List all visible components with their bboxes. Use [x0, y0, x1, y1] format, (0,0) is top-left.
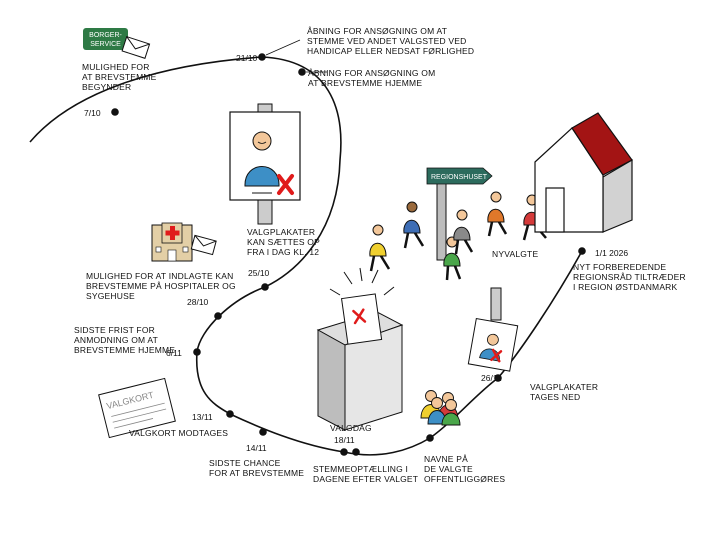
- event-date: 14/11: [246, 443, 267, 453]
- event-date: 13/11: [192, 412, 213, 422]
- hospital-icon: [151, 222, 217, 262]
- event-date: 18/11: [334, 435, 355, 445]
- event-label-line: DAGENE EFTER VALGET: [313, 474, 418, 484]
- event-label-line: AT BREVSTEMME: [82, 72, 157, 82]
- dot-7-10: [111, 108, 119, 116]
- event-label-line: VALGDAG: [330, 423, 372, 433]
- event-label-line: VALGKORT MODTAGES: [129, 428, 228, 438]
- event-label-line: BREVSTEMME PÅ HOSPITALER OG: [86, 281, 236, 291]
- event-label-line: VALGPLAKATER: [530, 382, 598, 392]
- event-label-line: FOR AT BREVSTEMME: [209, 468, 304, 478]
- event-label-line: FRA I DAG KL. 12: [247, 247, 319, 257]
- event-date: 26/11: [481, 373, 502, 383]
- event-label-line: TAGES NED: [530, 392, 580, 402]
- event-label-line: ÅBNING FOR ANSØGNING OM AT: [307, 26, 447, 36]
- people-group-icon: [420, 390, 461, 426]
- timeline-dots: [111, 53, 586, 456]
- event-label-line: STEMME VED ANDET VALGSTED VED: [307, 36, 466, 46]
- dot-25-10: [261, 283, 269, 291]
- borgerservice-icon: BORGER- SERVICE: [83, 28, 151, 59]
- dot-open-home: [298, 68, 306, 76]
- dot-21-10: [258, 53, 266, 61]
- event-label-line: NAVNE PÅ: [424, 454, 468, 464]
- event-date: 7/10: [84, 108, 101, 118]
- envelope-icon: [190, 234, 217, 256]
- event-label-line: REGIONSRÅD TILTRÆDER: [573, 272, 686, 282]
- event-date: 6/11: [166, 348, 182, 358]
- election-poster-icon: [229, 103, 301, 225]
- event-label-line: SIDSTE FRIST FOR: [74, 325, 155, 335]
- borgerservice-line2: SERVICE: [90, 41, 121, 48]
- event-date: 25/10: [248, 268, 270, 278]
- dot-13-11: [226, 410, 234, 418]
- walking-people-icon: [369, 191, 547, 281]
- event-label-line: OFFENTLIGGØRES: [424, 474, 505, 484]
- event-label-line: SIDSTE CHANCE: [209, 458, 281, 468]
- regionshuset-sign-icon: REGIONSHUSET: [426, 167, 493, 261]
- dot-1-1-2026: [578, 247, 586, 255]
- regionshuset-label: REGIONSHUSET: [431, 174, 488, 181]
- event-label-line: BREVSTEMME HJEMME: [74, 345, 175, 355]
- event-label-line: ÅBNING FOR ANSØGNING OM: [308, 68, 435, 78]
- valgkort-card-icon: VALGKORT: [98, 377, 176, 439]
- event-label-line: DE VALGTE: [424, 464, 473, 474]
- event-label-line: AT BREVSTEMME HJEMME: [308, 78, 422, 88]
- event-label-line: ANMODNING OM AT: [74, 335, 158, 345]
- dot-names: [426, 434, 434, 442]
- event-label-line: BEGYNDER: [82, 82, 131, 92]
- event-label-line: NYVALGTE: [492, 249, 538, 259]
- event-date: 1/1 2026: [595, 248, 628, 258]
- event-label-line: KAN SÆTTES OP: [247, 237, 320, 247]
- dot-28-10: [214, 312, 222, 320]
- small-poster-icon: [467, 287, 519, 372]
- event-label-line: I REGION ØSTDANMARK: [573, 282, 678, 292]
- event-date: 28/10: [187, 297, 209, 307]
- event-label-line: STEMMEOPTÆLLING I: [313, 464, 408, 474]
- leader-21-10: [265, 39, 301, 56]
- house-icon: [534, 112, 633, 233]
- event-label-line: MULIGHED FOR AT INDLAGTE KAN: [86, 271, 233, 281]
- dot-14-11: [259, 428, 267, 436]
- event-label-line: MULIGHED FOR: [82, 62, 150, 72]
- ballot-x-mark: [352, 308, 367, 325]
- dot-count: [352, 448, 360, 456]
- event-label-line: HANDICAP ELLER NEDSAT FØRLIGHED: [307, 46, 474, 56]
- dot-26-11: [494, 374, 502, 382]
- event-label-line: SYGEHUSE: [86, 291, 135, 301]
- borgerservice-line1: BORGER-: [89, 32, 122, 39]
- event-date: 21/10: [236, 53, 258, 63]
- event-label-line: VALGPLAKATER: [247, 227, 315, 237]
- red-x-mark: [277, 174, 294, 195]
- dot-6-11: [193, 348, 201, 356]
- event-label-line: NYT FORBEREDENDE: [573, 262, 666, 272]
- envelope-icon: [121, 36, 151, 59]
- dot-18-11: [340, 448, 348, 456]
- ballot-box-icon: [316, 267, 404, 431]
